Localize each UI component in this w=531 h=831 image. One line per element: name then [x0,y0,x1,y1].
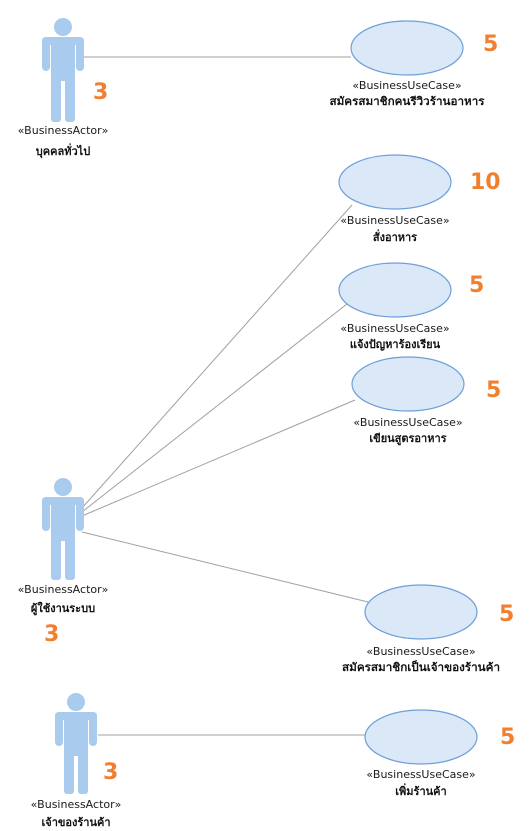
actor-figure-icon [42,478,84,580]
usecase-stereotype: «BusinessUseCase» [340,214,449,227]
usecase-weight: 5 [486,378,501,403]
usecase-name: เขียนสูตรอาหาร [369,432,446,446]
actor-weight: 3 [103,760,118,785]
usecase-order-food[interactable]: «BusinessUseCase» สั่งอาหาร 10 [338,154,501,244]
actor-figure-icon [42,18,84,122]
associations [81,56,369,736]
usecase-stereotype: «BusinessUseCase» [352,79,461,92]
usecase-stereotype: «BusinessUseCase» [340,322,449,335]
actor-name: ผู้ใช้งานระบบ [31,601,95,616]
usecase-stereotype: «BusinessUseCase» [353,416,462,429]
usecase-name: สมัครสมาชิกเป็นเจ้าของร้านค้า [342,660,500,674]
usecase-ellipse [364,709,478,765]
usecase-report-complaint[interactable]: «BusinessUseCase» แจ้งปัญหาร้องเรียน 5 [338,262,484,351]
usecase-write-recipe[interactable]: «BusinessUseCase» เขียนสูตรอาหาร 5 [351,356,501,446]
usecase-weight: 10 [470,170,501,195]
actor-name: เจ้าของร้านค้า [41,816,110,829]
usecase-ellipse [350,20,464,76]
usecase-name: สมัครสมาชิกคนรีวิวร้านอาหาร [330,95,485,108]
actor-stereotype: «BusinessActor» [18,124,109,137]
actor-general-public[interactable]: «BusinessActor» บุคคลทั่วไป 3 [18,18,109,159]
usecase-weight: 5 [469,273,484,298]
actor-shop-owner[interactable]: «BusinessActor» เจ้าของร้านค้า 3 [31,693,122,829]
usecase-register-reviewer[interactable]: «BusinessUseCase» สมัครสมาชิกคนรีวิวร้าน… [330,20,499,108]
actor-system-user[interactable]: «BusinessActor» ผู้ใช้งานระบบ 3 [18,478,109,647]
actor-stereotype: «BusinessActor» [18,583,109,596]
usecase-ellipse [351,356,465,412]
usecase-stereotype: «BusinessUseCase» [366,645,475,658]
association-system-user-report-complaint [81,299,353,513]
usecase-weight: 5 [483,32,498,57]
usecase-ellipse [364,584,478,640]
usecase-add-shop[interactable]: «BusinessUseCase» เพิ่มร้านค้า 5 [364,709,515,798]
actor-figure-icon [55,693,97,794]
usecase-weight: 5 [500,725,515,750]
usecase-register-shop-owner[interactable]: «BusinessUseCase» สมัครสมาชิกเป็นเจ้าของ… [342,584,514,674]
usecase-weight: 5 [499,602,514,627]
association-system-user-register-shop-owner [81,531,369,603]
usecase-ellipse [338,262,452,318]
actor-stereotype: «BusinessActor» [31,798,122,811]
usecase-ellipse [338,154,452,210]
association-system-user-order-food [81,204,353,509]
usecase-stereotype: «BusinessUseCase» [366,768,475,781]
actor-weight: 3 [93,80,108,105]
usecase-name: เพิ่มร้านค้า [395,783,446,798]
actor-name: บุคคลทั่วไป [36,143,90,159]
usecase-name: แจ้งปัญหาร้องเรียน [350,338,441,351]
usecase-name: สั่งอาหาร [373,229,417,244]
association-system-user-write-recipe [81,399,356,517]
actor-weight: 3 [44,622,59,647]
